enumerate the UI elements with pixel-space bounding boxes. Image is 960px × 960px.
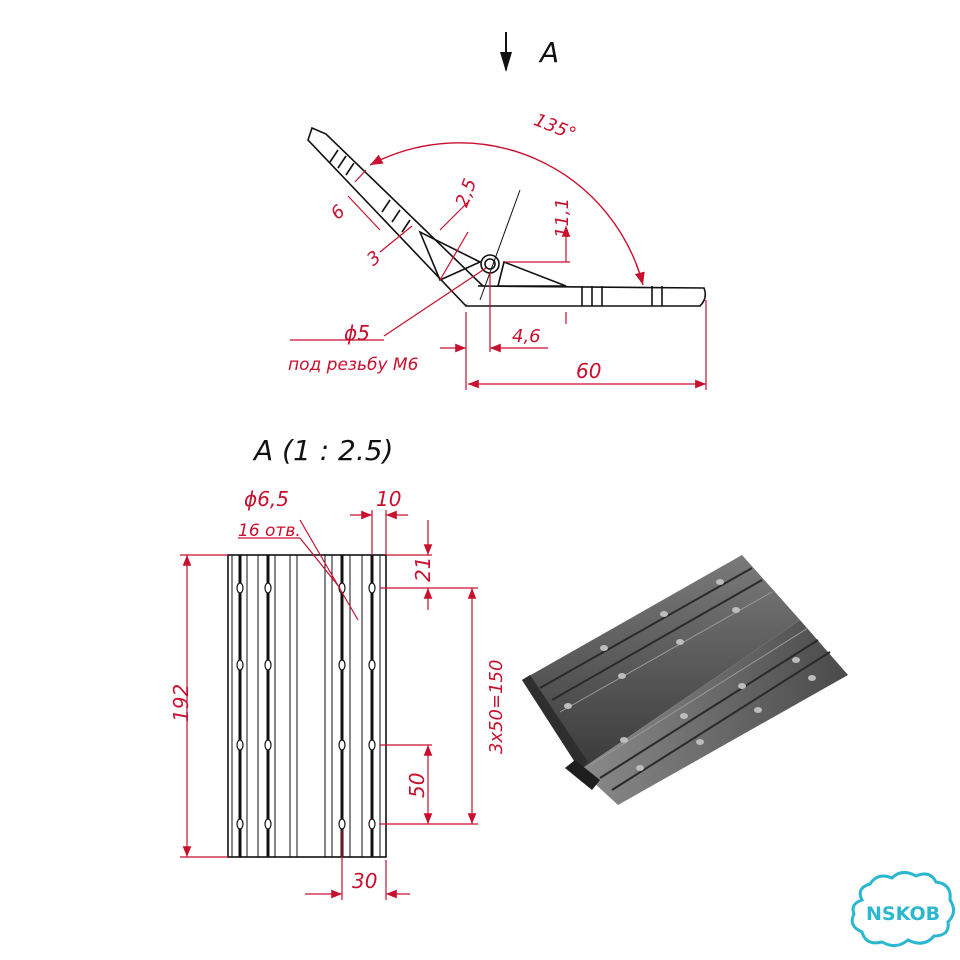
dim-11-1: 11,1 xyxy=(552,198,573,238)
dim-6: 6 xyxy=(327,201,349,224)
hole-diameter-top: ϕ5 xyxy=(344,321,370,345)
bottom-dimension-lines xyxy=(180,510,478,900)
flat-view-holes xyxy=(236,582,376,830)
view-title: A (1 : 2.5) xyxy=(252,434,393,467)
centerline xyxy=(479,189,521,301)
dim-10: 10 xyxy=(376,487,401,511)
dim-30: 30 xyxy=(352,869,377,893)
flat-view xyxy=(227,554,387,858)
dim-4-6: 4,6 xyxy=(512,326,541,347)
dim-3x50: 3x50=150 xyxy=(486,660,507,754)
top-dimension-lines xyxy=(290,169,707,390)
dim-21: 21 xyxy=(411,557,435,582)
dim-60: 60 xyxy=(576,359,601,383)
profile-3d-render xyxy=(522,555,848,805)
hole-diameter-bottom: ϕ6,5 xyxy=(244,487,289,511)
brand-logo-text: NSKOB xyxy=(866,903,940,925)
view-arrow-label: A xyxy=(538,36,559,69)
angle-dimension xyxy=(369,142,645,286)
hole-count: 16 отв. xyxy=(238,521,301,541)
brand-logo: NSKOB xyxy=(850,871,955,947)
view-arrow xyxy=(500,32,512,72)
dim-50: 50 xyxy=(405,773,429,798)
hole-thread-note: под резьбу М6 xyxy=(288,355,419,375)
dim-2-5: 2,5 xyxy=(452,176,482,210)
angle-label: 135° xyxy=(531,109,579,145)
dim-192: 192 xyxy=(169,684,193,722)
